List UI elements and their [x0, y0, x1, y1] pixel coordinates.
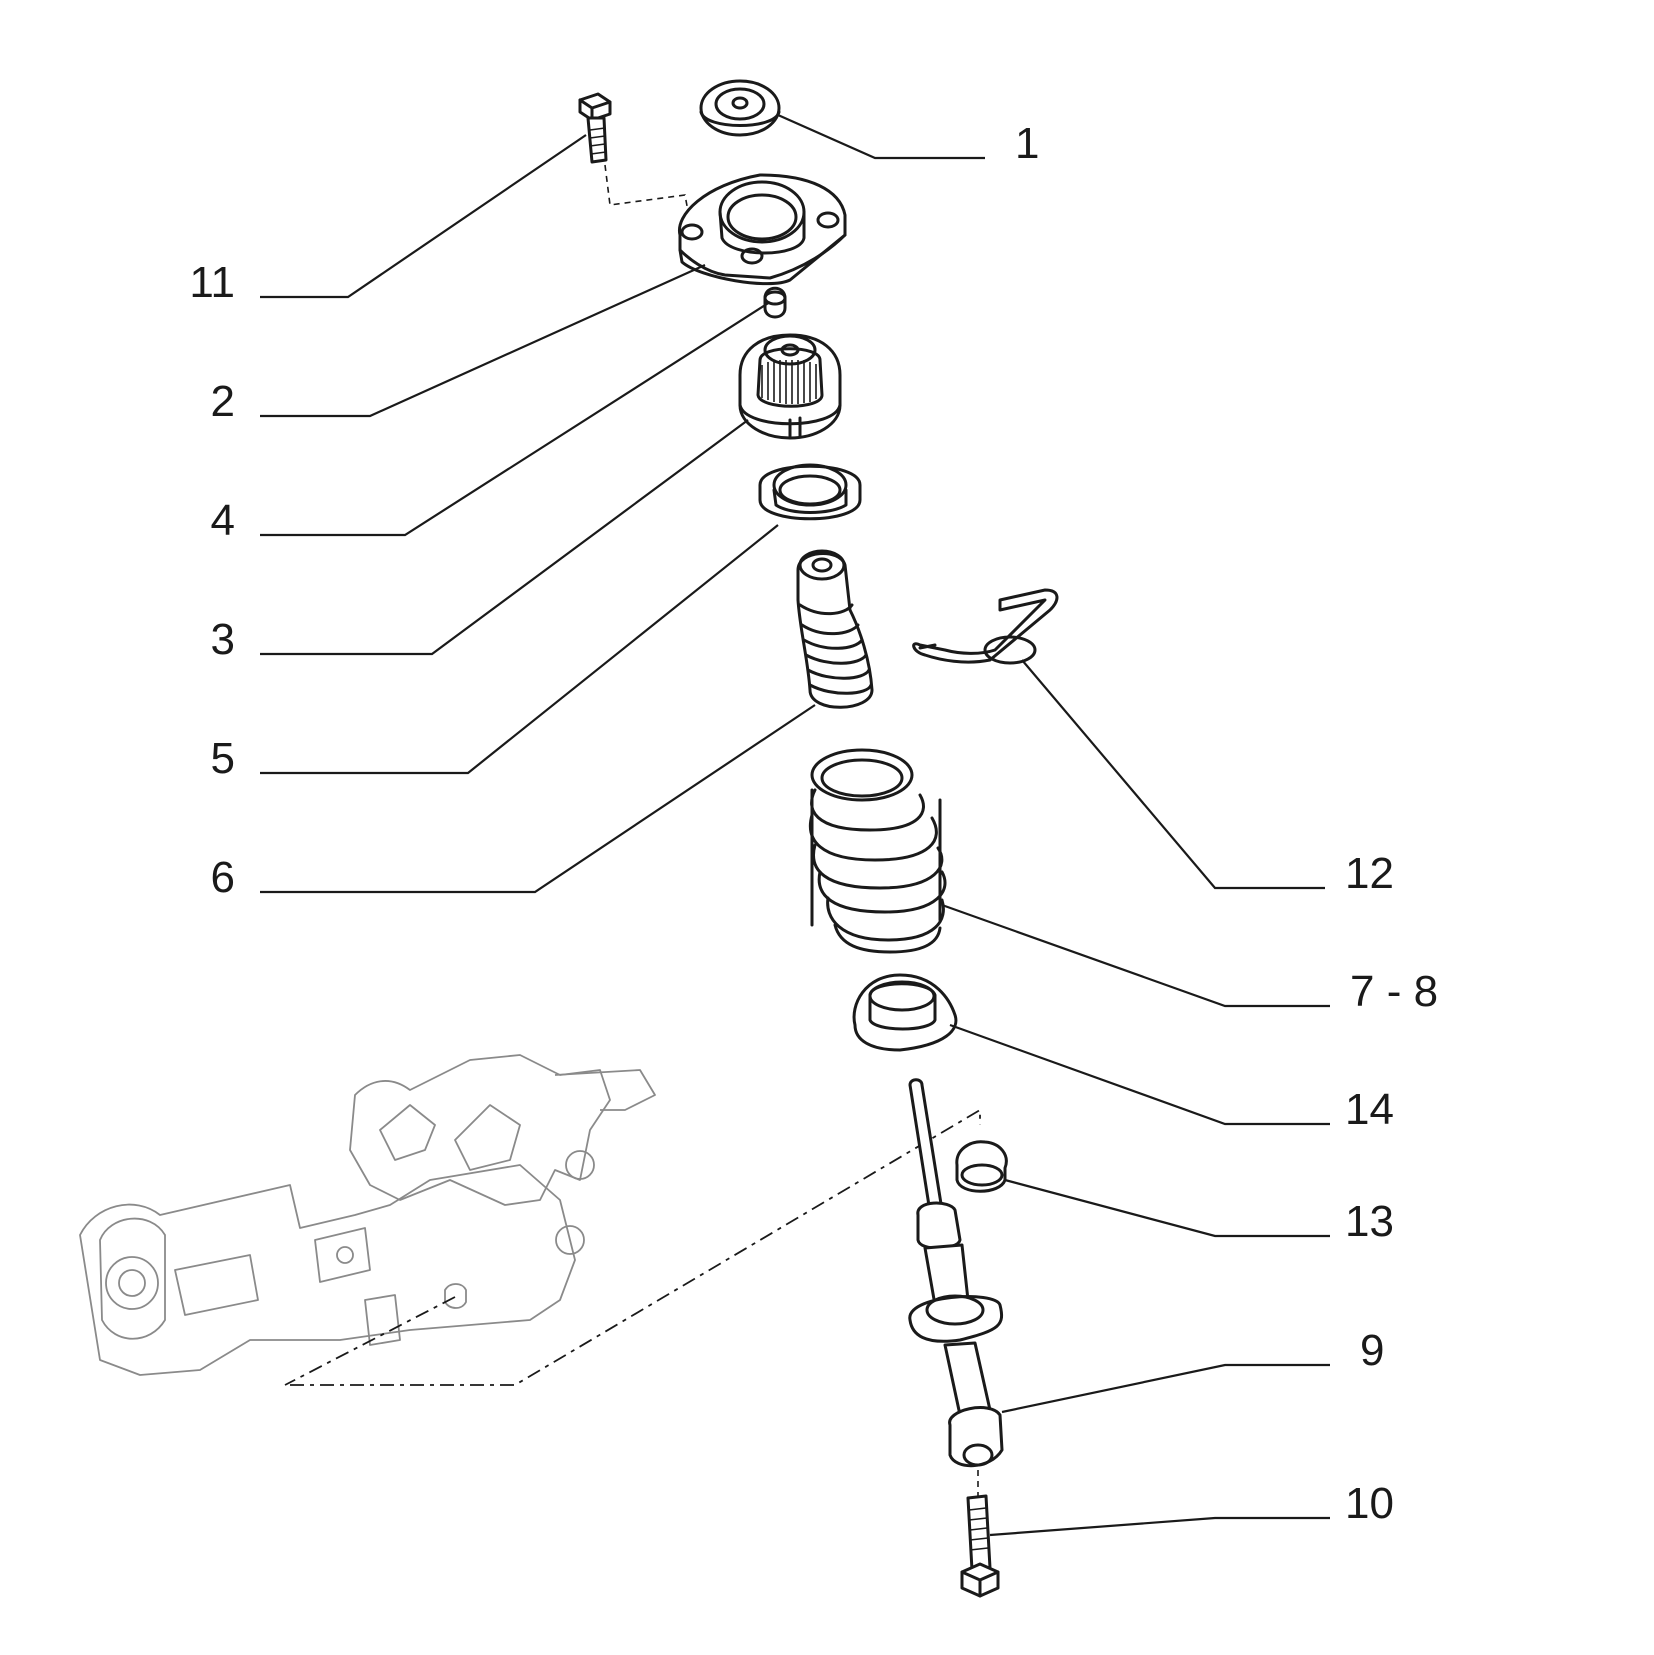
part-10-lower-bolt — [960, 1494, 1000, 1598]
leader-4 — [260, 301, 771, 537]
part-4-nut — [763, 286, 787, 319]
callout-12: 12 — [1345, 849, 1394, 898]
callout-7-8: 7 - 8 — [1350, 967, 1438, 1016]
leader-11 — [260, 134, 587, 299]
callout-14: 14 — [1345, 1085, 1394, 1134]
callout-11: 11 — [189, 258, 235, 307]
leader-14 — [949, 1023, 1330, 1126]
part-11-bolt — [578, 92, 612, 164]
part-5-bearing-ring — [758, 463, 862, 521]
callout-5: 5 — [211, 734, 235, 783]
callout-1: 1 — [1015, 119, 1039, 168]
callout-3: 3 — [211, 615, 235, 664]
callout-2: 2 — [211, 377, 235, 426]
part-6-bump-stop — [796, 549, 874, 709]
leader-1 — [777, 113, 985, 160]
leader-12 — [1021, 659, 1325, 890]
leader-9 — [1001, 1363, 1330, 1414]
callout-4: 4 — [211, 496, 235, 545]
part-12-wire-clip — [912, 588, 1059, 665]
callout-9: 9 — [1360, 1326, 1384, 1375]
part-14-lower-seat — [852, 973, 958, 1052]
part-13-nut — [955, 1140, 1008, 1193]
callout-6: 6 — [211, 853, 235, 902]
part-2-top-mount-plate — [678, 173, 847, 286]
leader-10 — [989, 1516, 1330, 1537]
leader-7-8 — [941, 903, 1330, 1008]
part-9-shock-absorber — [908, 1078, 1004, 1468]
leader-13 — [1004, 1178, 1330, 1238]
axle-construction-line — [284, 1108, 981, 1386]
leader-3 — [260, 419, 749, 656]
axle-beam-outline — [79, 1054, 656, 1376]
leader-5 — [260, 524, 779, 775]
part-3-strut-mount — [738, 333, 842, 440]
callout-labels: 1 11 2 4 3 5 6 12 7 - 8 14 13 9 10 — [189, 119, 1438, 1528]
part-1-dust-cap — [699, 79, 781, 137]
callout-13: 13 — [1345, 1197, 1394, 1246]
bolt-alignment-line — [604, 164, 691, 223]
leader-2 — [260, 263, 706, 418]
callout-10: 10 — [1345, 1479, 1394, 1528]
part-7-8-coil-spring — [808, 748, 947, 954]
leader-6 — [260, 704, 816, 894]
leader-lines — [260, 113, 1330, 1537]
